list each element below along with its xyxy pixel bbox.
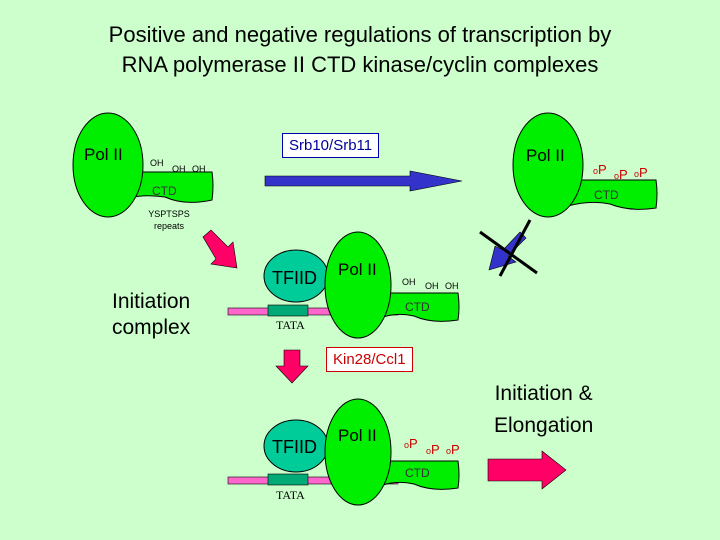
ctd-tail xyxy=(127,171,214,203)
initiation-complex-line-2: complex xyxy=(112,316,191,339)
pol2-label: Pol II xyxy=(338,426,377,445)
red-diagonal-arrow xyxy=(202,229,238,269)
pol2-label: Pol II xyxy=(84,145,123,164)
initiation-elongation-line-2: Elongation xyxy=(494,414,594,437)
blocked-arrow xyxy=(479,219,538,277)
ctd-repeats-note: YSPTSPS repeats xyxy=(142,208,196,232)
red-right-arrow xyxy=(487,450,567,490)
oh-label: OH xyxy=(192,164,206,174)
ctd-tail xyxy=(567,179,658,210)
tata-box xyxy=(267,304,309,317)
srb-phosphorylation-arrow xyxy=(264,170,463,192)
phospho-mark: oP xyxy=(634,165,648,180)
repeats-word: repeats xyxy=(153,221,185,231)
phospho-mark: oP xyxy=(614,167,628,182)
srb10-srb11-kinase-label: Srb10/Srb11 xyxy=(282,133,380,158)
pol2-body xyxy=(512,112,584,218)
red-down-arrow xyxy=(275,349,309,384)
pol2-label: Pol II xyxy=(338,260,377,279)
ctd-label: CTD xyxy=(405,466,430,480)
phospho-mark: oP xyxy=(446,442,460,457)
ctd-label: CTD xyxy=(405,300,430,314)
initiation-complex-line-1: Initiation xyxy=(112,290,191,313)
phospho-mark: oP xyxy=(593,162,607,177)
oh-label: OH xyxy=(172,164,186,174)
oh-label: OH xyxy=(402,277,416,287)
phospho-mark: oP xyxy=(404,436,418,451)
initiation-elongation-label: Initiation & Elongation xyxy=(494,381,593,439)
pol2-body xyxy=(324,398,392,506)
pol2-body xyxy=(324,231,392,339)
initiation-complex-label: Initiation complex xyxy=(112,289,190,341)
title-line-2: RNA polymerase II CTD kinase/cyclin comp… xyxy=(121,52,599,77)
initiation-complex-middle xyxy=(227,231,460,339)
oh-label: OH xyxy=(445,281,459,291)
oh-label: OH xyxy=(425,281,439,291)
ctd-label: CTD xyxy=(594,188,619,202)
ctd-label: CTD xyxy=(152,184,177,198)
pol2-body xyxy=(72,112,144,218)
tata-box xyxy=(267,473,309,486)
tfiid-label: TFIID xyxy=(272,437,317,457)
initiation-complex-bottom xyxy=(227,398,460,506)
free-pol2-unphosphorylated xyxy=(72,112,214,218)
repeats-sequence: YSPTSPS xyxy=(148,209,190,219)
phospho-mark: oP xyxy=(426,442,440,457)
cross-line-1 xyxy=(479,230,538,275)
tata-label: TATA xyxy=(276,318,305,332)
ctd-tail xyxy=(379,460,460,490)
tata-label: TATA xyxy=(276,488,305,502)
ctd-tail xyxy=(379,292,460,322)
pol2-label: Pol II xyxy=(526,146,565,165)
kin28-ccl1-kinase-label: Kin28/Ccl1 xyxy=(326,347,413,372)
cross-line-2 xyxy=(498,219,532,277)
free-pol2-phosphorylated xyxy=(512,112,658,218)
tfiid-label: TFIID xyxy=(272,268,317,288)
oh-label: OH xyxy=(150,158,164,168)
title-line-1: Positive and negative regulations of tra… xyxy=(108,22,612,47)
initiation-elongation-line-1: Initiation & xyxy=(494,382,593,405)
